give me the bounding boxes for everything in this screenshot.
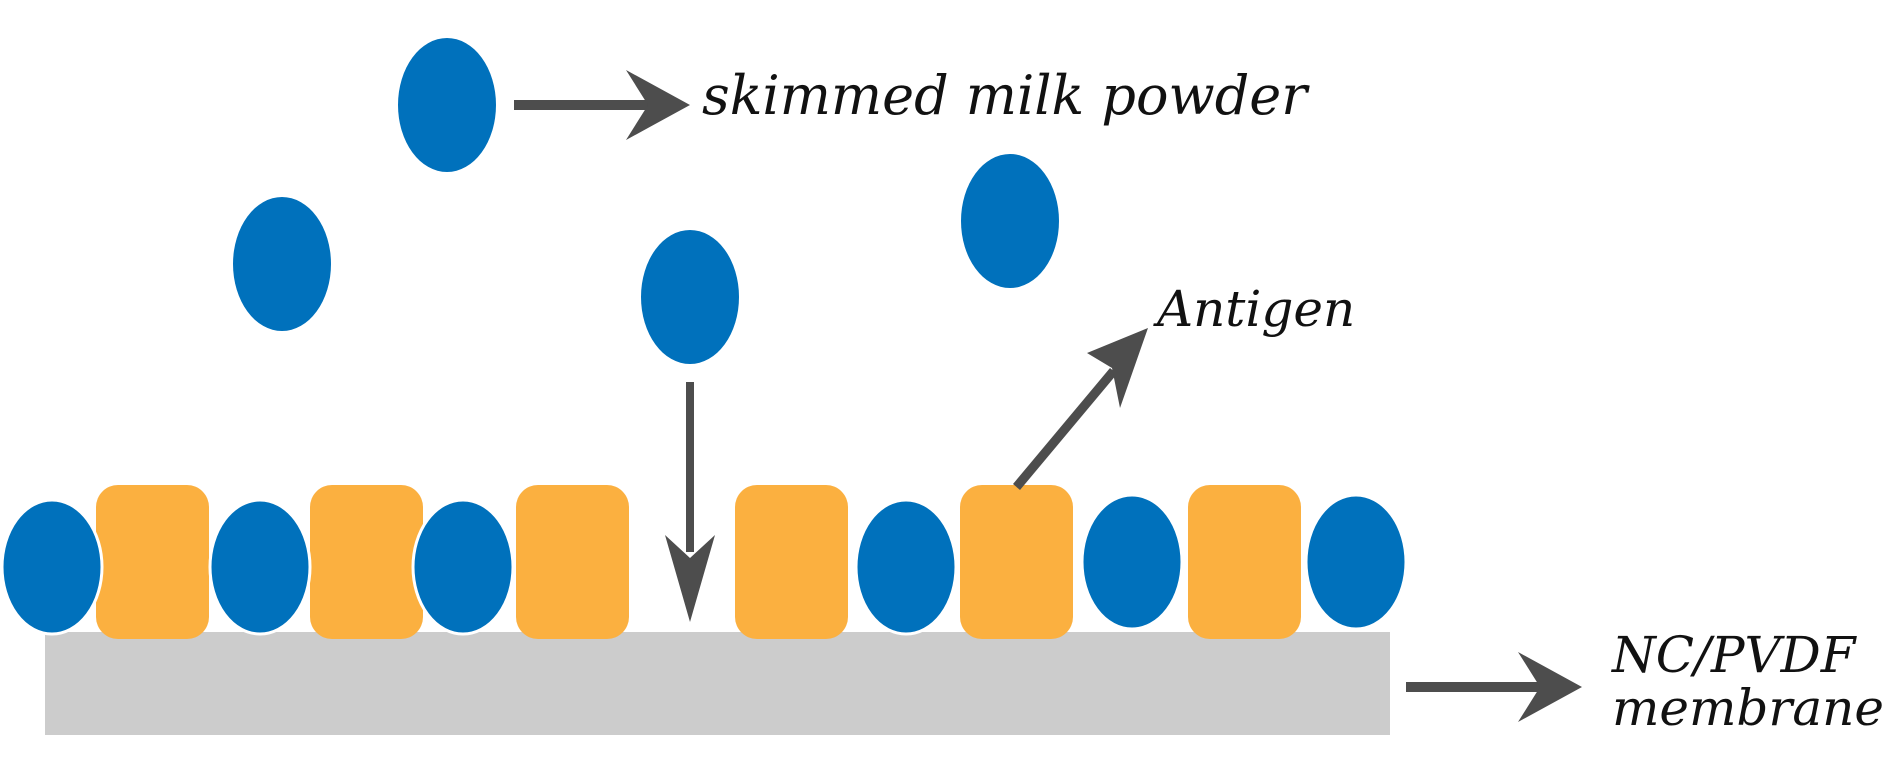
milk-particle [1304,493,1408,631]
milk-label: skimmed milk powder [702,64,1310,127]
milk-particle [411,498,515,636]
milk-particle [208,498,312,636]
arrows [514,70,1582,722]
membrane-arrow [1406,652,1582,722]
milk-particle [641,230,739,364]
bound-milk-particles [0,493,1408,636]
milk-particle [854,498,958,636]
membrane-label-line1: NC/PVDF [1611,626,1858,684]
antigen-block [735,485,848,639]
membrane-bar [45,632,1390,735]
free-milk-particles [233,38,1059,364]
antigen-block [516,485,629,639]
milk-particle [398,38,496,172]
antigen-block [310,485,423,639]
antigen-arrow [1013,328,1148,490]
milk-particle [1080,493,1184,631]
antigen-label: Antigen [1153,280,1355,338]
antigen-row [96,485,1301,639]
antigen-block [960,485,1073,639]
milk-particle [0,498,104,636]
milk-particle [233,197,331,331]
down-arrow [665,382,715,622]
antigen-block [96,485,209,639]
membrane-label-line2: membrane [1612,679,1884,737]
milk-arrow [514,70,690,140]
milk-particle [961,154,1059,288]
antigen-block [1188,485,1301,639]
